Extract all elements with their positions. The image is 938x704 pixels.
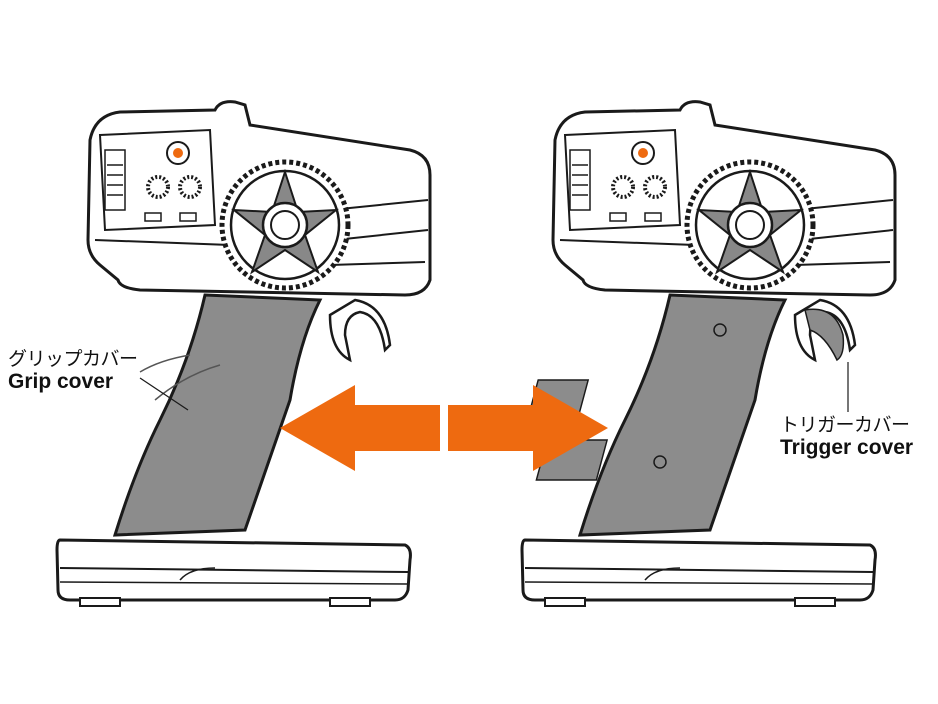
- trigger-cover-label-en: Trigger cover: [780, 435, 914, 459]
- controller-right: [522, 102, 895, 606]
- grip-cover-label-jp: グリップカバー: [8, 348, 138, 370]
- arrow-right-icon: [448, 385, 608, 471]
- arrow-left-icon: [280, 385, 440, 471]
- grip-cover-label: グリップカバー Grip cover: [8, 349, 138, 393]
- grip-cover-leader: [139, 377, 189, 411]
- trigger-cover-label-jp: トリガーカバー: [780, 414, 910, 436]
- grip-cover-lines: [139, 354, 221, 401]
- grip-cover-label-en: Grip cover: [8, 369, 114, 393]
- trigger-cover-label: トリガーカバー Trigger cover: [780, 415, 913, 459]
